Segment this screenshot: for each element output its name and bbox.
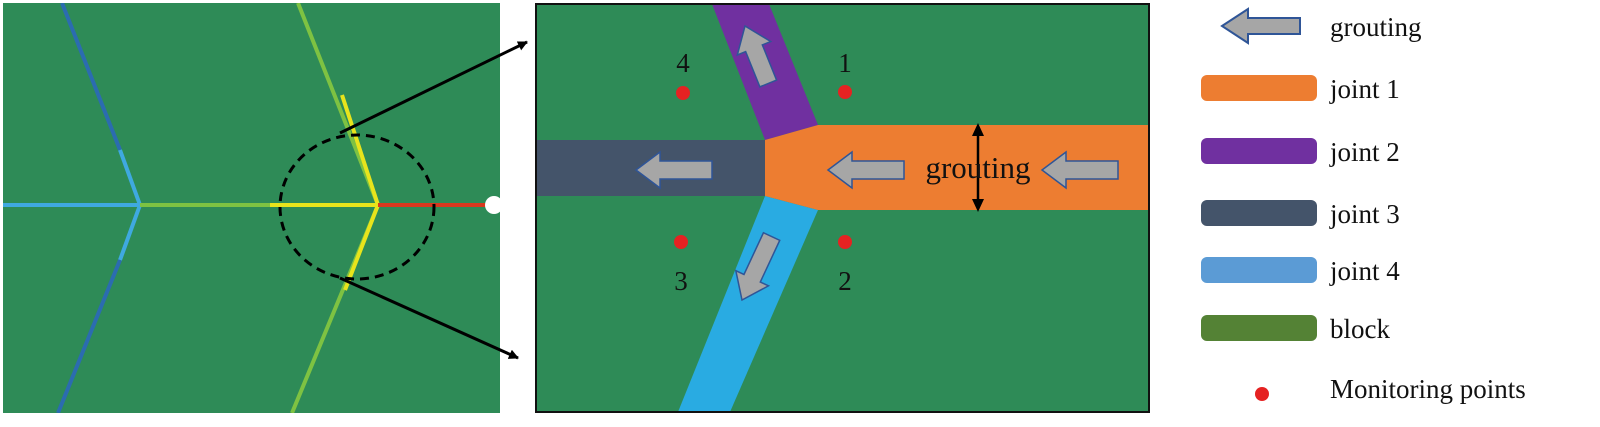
overview-joint-lower-left-dark	[56, 259, 122, 413]
joint2-swatch-icon	[1201, 138, 1317, 164]
monitoring-point-label-4: 4	[676, 48, 690, 78]
overview-block-background	[3, 3, 500, 413]
legend-label-grouting: grouting	[1330, 12, 1422, 42]
detail-frame	[535, 3, 1150, 413]
overview-joint-upper-right	[296, 3, 380, 206]
monitoring-point-2	[838, 235, 852, 249]
arrow-joint1-right-icon	[1040, 150, 1119, 190]
legend: grouting joint 1 joint 2 joint 3 joint 4 bloc…	[1201, 7, 1526, 404]
block-swatch-icon	[1201, 315, 1317, 341]
aperture-arrowhead-top-icon	[972, 123, 984, 136]
monitoring-point-3	[674, 235, 688, 249]
legend-item-joint1: joint 1	[1201, 74, 1400, 104]
monitoring-point-4	[676, 86, 690, 100]
injection-hole	[485, 196, 503, 214]
legend-item-joint2: joint 2	[1201, 137, 1400, 167]
overview-joint-upper-left-dark	[60, 3, 122, 151]
legend-label-joint3: joint 3	[1329, 199, 1400, 229]
aperture-arrowhead-bottom-icon	[972, 199, 984, 212]
legend-item-joint4: joint 4	[1201, 256, 1400, 286]
joint3-swatch-icon	[1201, 200, 1317, 226]
monitoring-point-label-3: 3	[674, 266, 688, 296]
detail-panel: grouting 1 2 3 4	[535, 3, 1150, 413]
detail-joint1	[765, 125, 1149, 210]
overview-joint-lower-left-light	[118, 204, 142, 261]
legend-item-monitor: Monitoring points	[1255, 374, 1526, 404]
monitoring-point-1	[838, 85, 852, 99]
arrow-joint1-mid-icon	[826, 150, 905, 190]
detail-joint4	[678, 196, 818, 412]
zoom-arrow-top	[339, 40, 528, 135]
monitoring-point-label-2: 2	[838, 266, 852, 296]
detail-grouting-arrows	[634, 24, 1119, 302]
overview-panel	[3, 3, 503, 413]
arrow-joint3-icon	[634, 150, 713, 190]
overview-joint-lines	[3, 3, 490, 413]
legend-label-monitor: Monitoring points	[1330, 374, 1526, 404]
legend-label-block: block	[1330, 314, 1390, 344]
joint4-swatch-icon	[1201, 257, 1317, 283]
legend-label-joint4: joint 4	[1329, 256, 1400, 286]
legend-label-joint2: joint 2	[1329, 137, 1400, 167]
overview-joint-upper-right-yellow	[340, 94, 380, 206]
legend-item-grouting: grouting	[1220, 7, 1422, 45]
zoom-region-circle	[278, 133, 436, 281]
legend-label-joint1: joint 1	[1329, 74, 1400, 104]
grouting-arrow-icon	[1220, 7, 1301, 45]
arrow-joint4-icon	[734, 231, 781, 302]
monitoring-point-icon	[1255, 387, 1269, 401]
arrow-joint2-icon	[736, 24, 778, 88]
legend-item-joint3: joint 3	[1201, 199, 1400, 229]
detail-grouting-label: grouting	[925, 150, 1030, 185]
zoom-arrow-bottom	[339, 276, 519, 360]
overview-joint-upper-left-light	[118, 149, 142, 206]
overview-joint-lower-right-yellow	[343, 204, 380, 291]
monitoring-points: 1 2 3 4	[674, 48, 852, 296]
monitoring-point-label-1: 1	[838, 48, 852, 78]
joint1-swatch-icon	[1201, 75, 1317, 101]
legend-item-block: block	[1201, 314, 1390, 344]
